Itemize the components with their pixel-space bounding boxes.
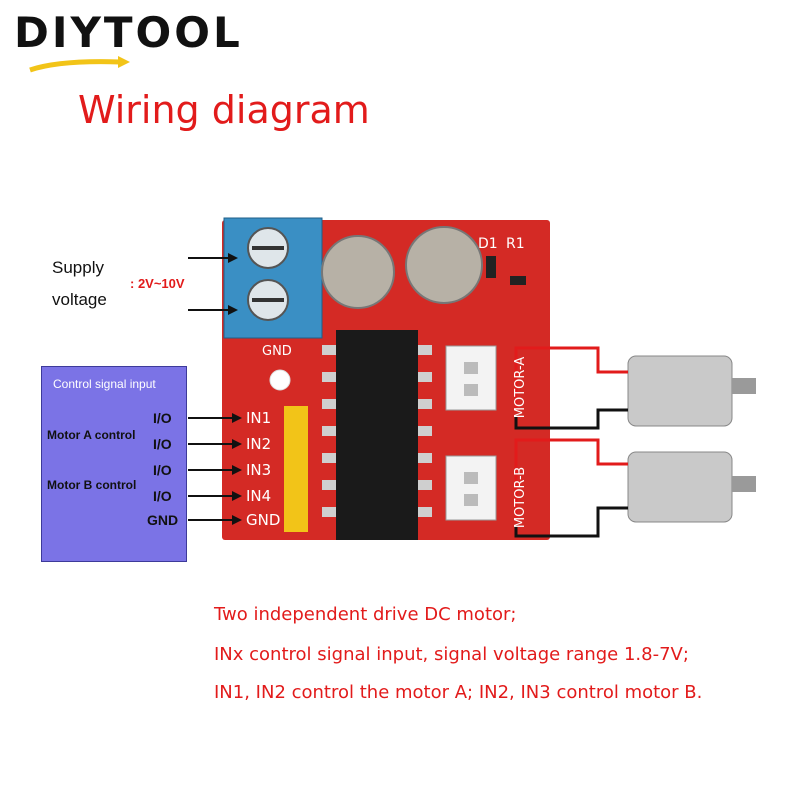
brand-logo: DIYTOOL bbox=[14, 8, 243, 57]
io-label-gnd: GND bbox=[147, 512, 179, 528]
capacitor-1 bbox=[321, 235, 395, 309]
note-3: IN1, IN2 control the motor A; IN2, IN3 c… bbox=[214, 682, 703, 703]
supply-label-line2: voltage bbox=[52, 290, 107, 309]
motor-a-shaft bbox=[732, 378, 756, 394]
pin-gnd: GND bbox=[246, 511, 281, 529]
supply-label-line1: Supply bbox=[52, 258, 104, 277]
mounting-hole bbox=[269, 369, 291, 391]
motor-b-black-wire bbox=[514, 506, 628, 538]
diode-d1 bbox=[486, 256, 496, 278]
board-gnd-top: GND bbox=[262, 344, 292, 359]
motor-b-control-label: Motor B control bbox=[47, 478, 137, 492]
note-2: INx control signal input, signal voltage… bbox=[214, 644, 689, 665]
motor-a-label: MOTOR-A bbox=[513, 356, 529, 419]
capacitor-2 bbox=[405, 226, 483, 304]
chip-pins bbox=[322, 345, 432, 517]
motor-a bbox=[627, 355, 733, 427]
pin-in1: IN1 bbox=[246, 409, 272, 427]
r1-label: R1 bbox=[506, 236, 525, 252]
motor-a-black-wire bbox=[514, 408, 628, 430]
io-label-2: I/O bbox=[153, 436, 172, 452]
pin-in4: IN4 bbox=[246, 487, 272, 505]
note-1: Two independent drive DC motor; bbox=[214, 604, 517, 625]
logo-swoosh-arrow bbox=[118, 56, 130, 68]
pin-in2: IN2 bbox=[246, 435, 272, 453]
d1-label: D1 bbox=[478, 236, 498, 252]
io-label-1: I/O bbox=[153, 410, 172, 426]
motor-b-red-wire bbox=[514, 438, 628, 520]
logo-swoosh bbox=[29, 59, 121, 73]
motor-a-control-label: Motor A control bbox=[47, 428, 136, 442]
io-label-4: I/O bbox=[153, 488, 172, 504]
pin-in3: IN3 bbox=[246, 461, 272, 479]
diagram-title: Wiring diagram bbox=[78, 88, 370, 132]
motor-b-shaft bbox=[732, 476, 756, 492]
motor-a-red-wire bbox=[514, 346, 628, 410]
control-input-box bbox=[41, 366, 187, 562]
pin-header bbox=[284, 406, 308, 532]
motor-b-label: MOTOR-B bbox=[513, 466, 529, 529]
control-arrows bbox=[188, 417, 232, 521]
motor-a-connector bbox=[445, 345, 497, 411]
control-box-title: Control signal input bbox=[53, 377, 156, 391]
motor-b bbox=[627, 451, 733, 523]
supply-voltage-range: : 2V~10V bbox=[130, 276, 185, 291]
motor-b-connector bbox=[445, 455, 497, 521]
io-label-3: I/O bbox=[153, 462, 172, 478]
driver-chip bbox=[336, 330, 418, 540]
resistor-r1 bbox=[510, 276, 526, 285]
